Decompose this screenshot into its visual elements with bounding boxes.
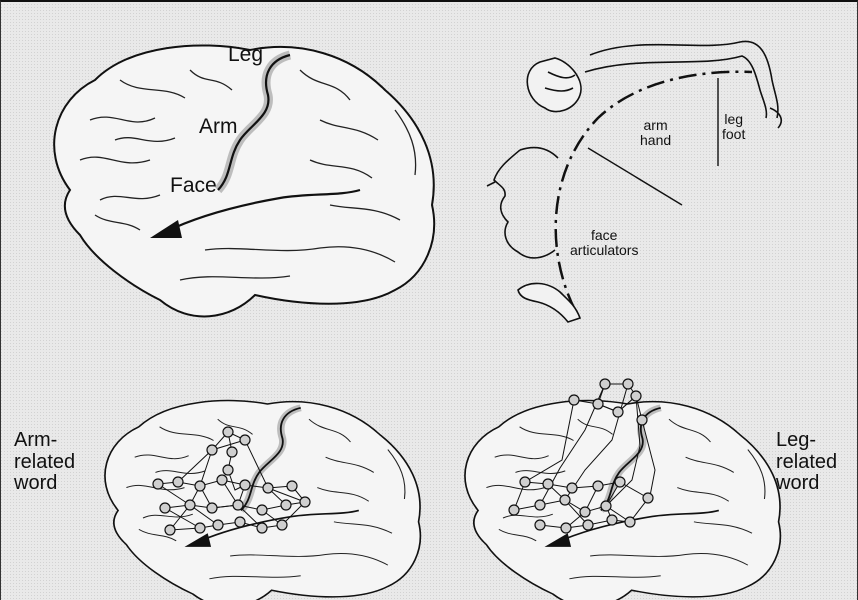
arm-label: Arm (199, 116, 238, 139)
leg-label: Leg (228, 44, 263, 67)
brain-top-left (54, 45, 434, 316)
leg-related-word-label: Leg- related word (776, 430, 837, 495)
brain-bottom-right (465, 401, 780, 600)
leg-foot-label: leg foot (722, 112, 745, 142)
brain-bottom-left (105, 401, 420, 600)
arm-hand-label: arm hand (640, 118, 671, 148)
arm-related-word-label: Arm- related word (14, 430, 75, 495)
homunculus-drawing (487, 41, 781, 322)
face-label: Face (170, 175, 217, 198)
face-articulators-label: face articulators (570, 228, 638, 258)
